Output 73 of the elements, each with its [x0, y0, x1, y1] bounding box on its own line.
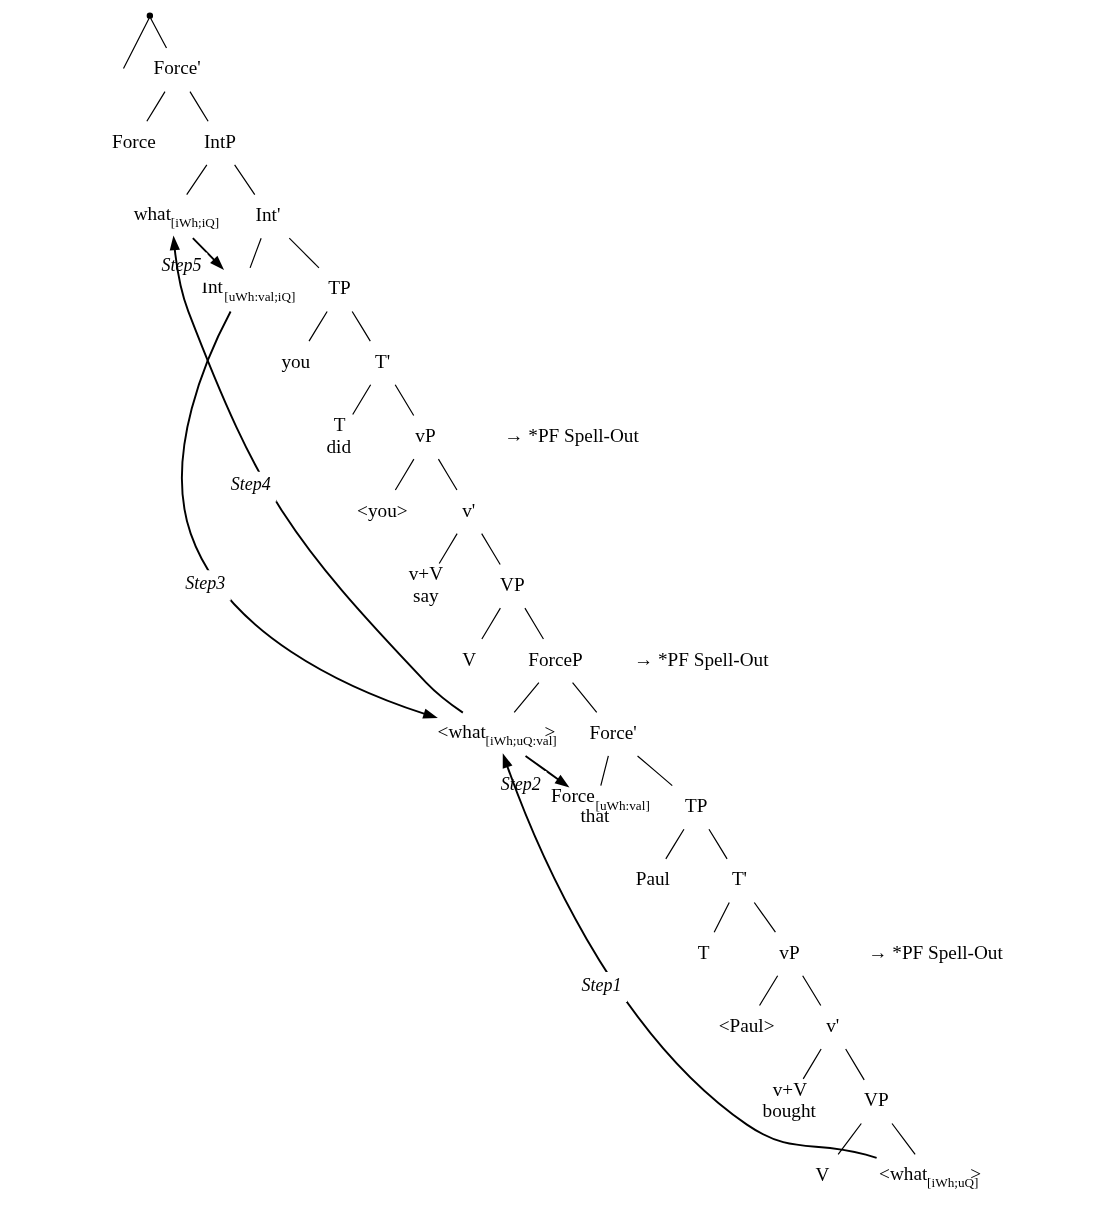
connector — [189, 91, 209, 122]
connector — [481, 607, 501, 640]
node-text: ForceP — [528, 648, 583, 670]
node-text: Paul — [635, 868, 670, 890]
node-text: Force' — [589, 721, 637, 743]
arrow — [191, 237, 225, 270]
node-text: Force$_{[uWh:val]}$ that — [551, 785, 650, 826]
connector — [351, 310, 371, 342]
connector — [352, 384, 372, 416]
edge-label: Step3 — [185, 572, 226, 593]
connector — [753, 901, 776, 933]
connector — [481, 533, 501, 566]
edge-label: Step4 — [230, 474, 271, 495]
arrow — [524, 755, 570, 788]
node-text: VP — [864, 1089, 889, 1111]
connector — [802, 1048, 822, 1080]
node-text: IntP — [203, 130, 236, 152]
connector — [636, 755, 673, 787]
node-text: V — [462, 648, 477, 670]
node-text: V — [815, 1163, 830, 1185]
connector — [713, 901, 730, 933]
connector — [600, 755, 609, 787]
node-text: Force' — [153, 57, 201, 79]
connector — [524, 607, 545, 640]
node-text: you — [281, 350, 311, 372]
node-text: vP — [779, 941, 800, 963]
connector — [186, 164, 208, 196]
edge-label: Step1 — [581, 974, 622, 995]
connector — [146, 91, 166, 122]
node-text: T — [697, 941, 710, 963]
connector — [665, 828, 685, 860]
node-label: → *PF Spell-Out — [633, 648, 769, 670]
node-text: TP — [685, 795, 708, 817]
arrow — [502, 753, 878, 1159]
connector — [394, 384, 415, 417]
connector — [513, 682, 540, 713]
node-text: T did — [326, 414, 352, 457]
node-text: vP — [415, 425, 436, 447]
connector — [234, 164, 256, 196]
arrow — [169, 235, 464, 714]
node-point — [146, 12, 154, 19]
node-text: v+V bought — [762, 1078, 816, 1122]
connector — [837, 1122, 862, 1155]
node-text: VP — [500, 574, 525, 596]
node-label: → *PF Spell-Out — [868, 941, 1003, 963]
node-text: what$_{[iWh;iQ]}$ — [133, 202, 220, 231]
node-text: T' — [375, 350, 391, 372]
node-text: v+V say — [408, 563, 444, 606]
node-text: Int' — [255, 204, 281, 226]
node-text: <Paul> — [718, 1014, 775, 1036]
node-text: T' — [731, 868, 748, 890]
node-text: v' — [826, 1014, 840, 1036]
node-text: <what$_{[iWh;uQ:val]}$> — [437, 720, 557, 749]
connector — [150, 18, 168, 49]
node-text: Force — [112, 130, 156, 152]
connector — [758, 975, 779, 1007]
connector — [802, 975, 822, 1007]
connector — [437, 458, 458, 491]
node-text: TP — [328, 277, 351, 299]
node-text: <you> — [357, 499, 408, 521]
connector — [572, 682, 598, 713]
connector — [891, 1122, 916, 1155]
connector — [438, 533, 458, 565]
connector — [845, 1048, 865, 1081]
node-text: <what$_{[iWh;uQ]}$> — [879, 1162, 982, 1191]
node-text: v' — [462, 499, 476, 521]
connector — [288, 237, 320, 269]
connector — [394, 458, 415, 491]
connector — [708, 828, 728, 860]
connector — [122, 18, 150, 70]
connector — [249, 237, 262, 269]
connector — [308, 310, 328, 342]
node-label: → *PF Spell-Out — [504, 425, 639, 447]
